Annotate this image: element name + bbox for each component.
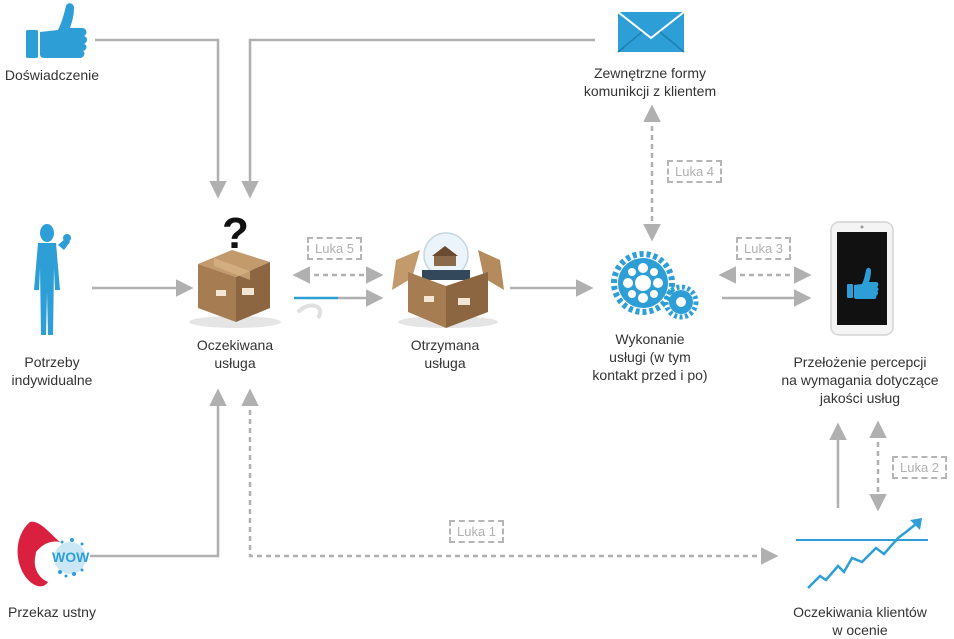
gap-label-3: Luka 3 [736,237,792,260]
label-oczekiwania-klientow: Oczekiwania klientów w ocenie [793,604,927,638]
smartphone-icon [830,221,894,336]
arrow-zewnetrzne-to-oczekiwana [241,38,595,199]
label-przelozenie: Przełożenie percepcji na wymagania dotyc… [781,354,939,406]
person-icon [34,224,71,335]
envelope-icon [617,11,685,53]
label-przekaz: Przekaz ustny [8,604,96,620]
arrow-doswiadczenie-to-oczekiwana [95,38,227,199]
thumbs-up-icon [26,3,87,59]
expected-service-box-icon [189,250,322,328]
gap1-arrow [241,388,779,565]
label-doswiadczenie: Doświadczenie [4,67,100,83]
trend-chart-icon [796,518,928,589]
gears-icon [611,251,699,320]
label-zewnetrzne: Zewnętrzne formy komunikcji z klientem [583,65,717,99]
gap-label-4: Luka 4 [667,160,723,183]
label-oczekiwana: Oczekiwana usługa [196,337,274,371]
label-potrzeby: Potrzeby indywidualne [11,354,93,388]
gap-label-5: Luka 5 [307,237,363,260]
received-service-box-icon [392,232,504,328]
gap-label-2: Luka 2 [892,456,948,479]
wow-text: WOW [52,549,90,565]
label-otrzymana: Otrzymana usługa [410,337,480,371]
gap-label-1: Luka 1 [449,520,505,543]
wow-lips-icon [17,521,86,587]
arrow-przekaz-to-oczekiwana [90,388,227,558]
question-mark: ? [222,209,249,258]
label-wykonanie: Wykonanie usługi (w tym kontakt przed i … [592,331,708,383]
